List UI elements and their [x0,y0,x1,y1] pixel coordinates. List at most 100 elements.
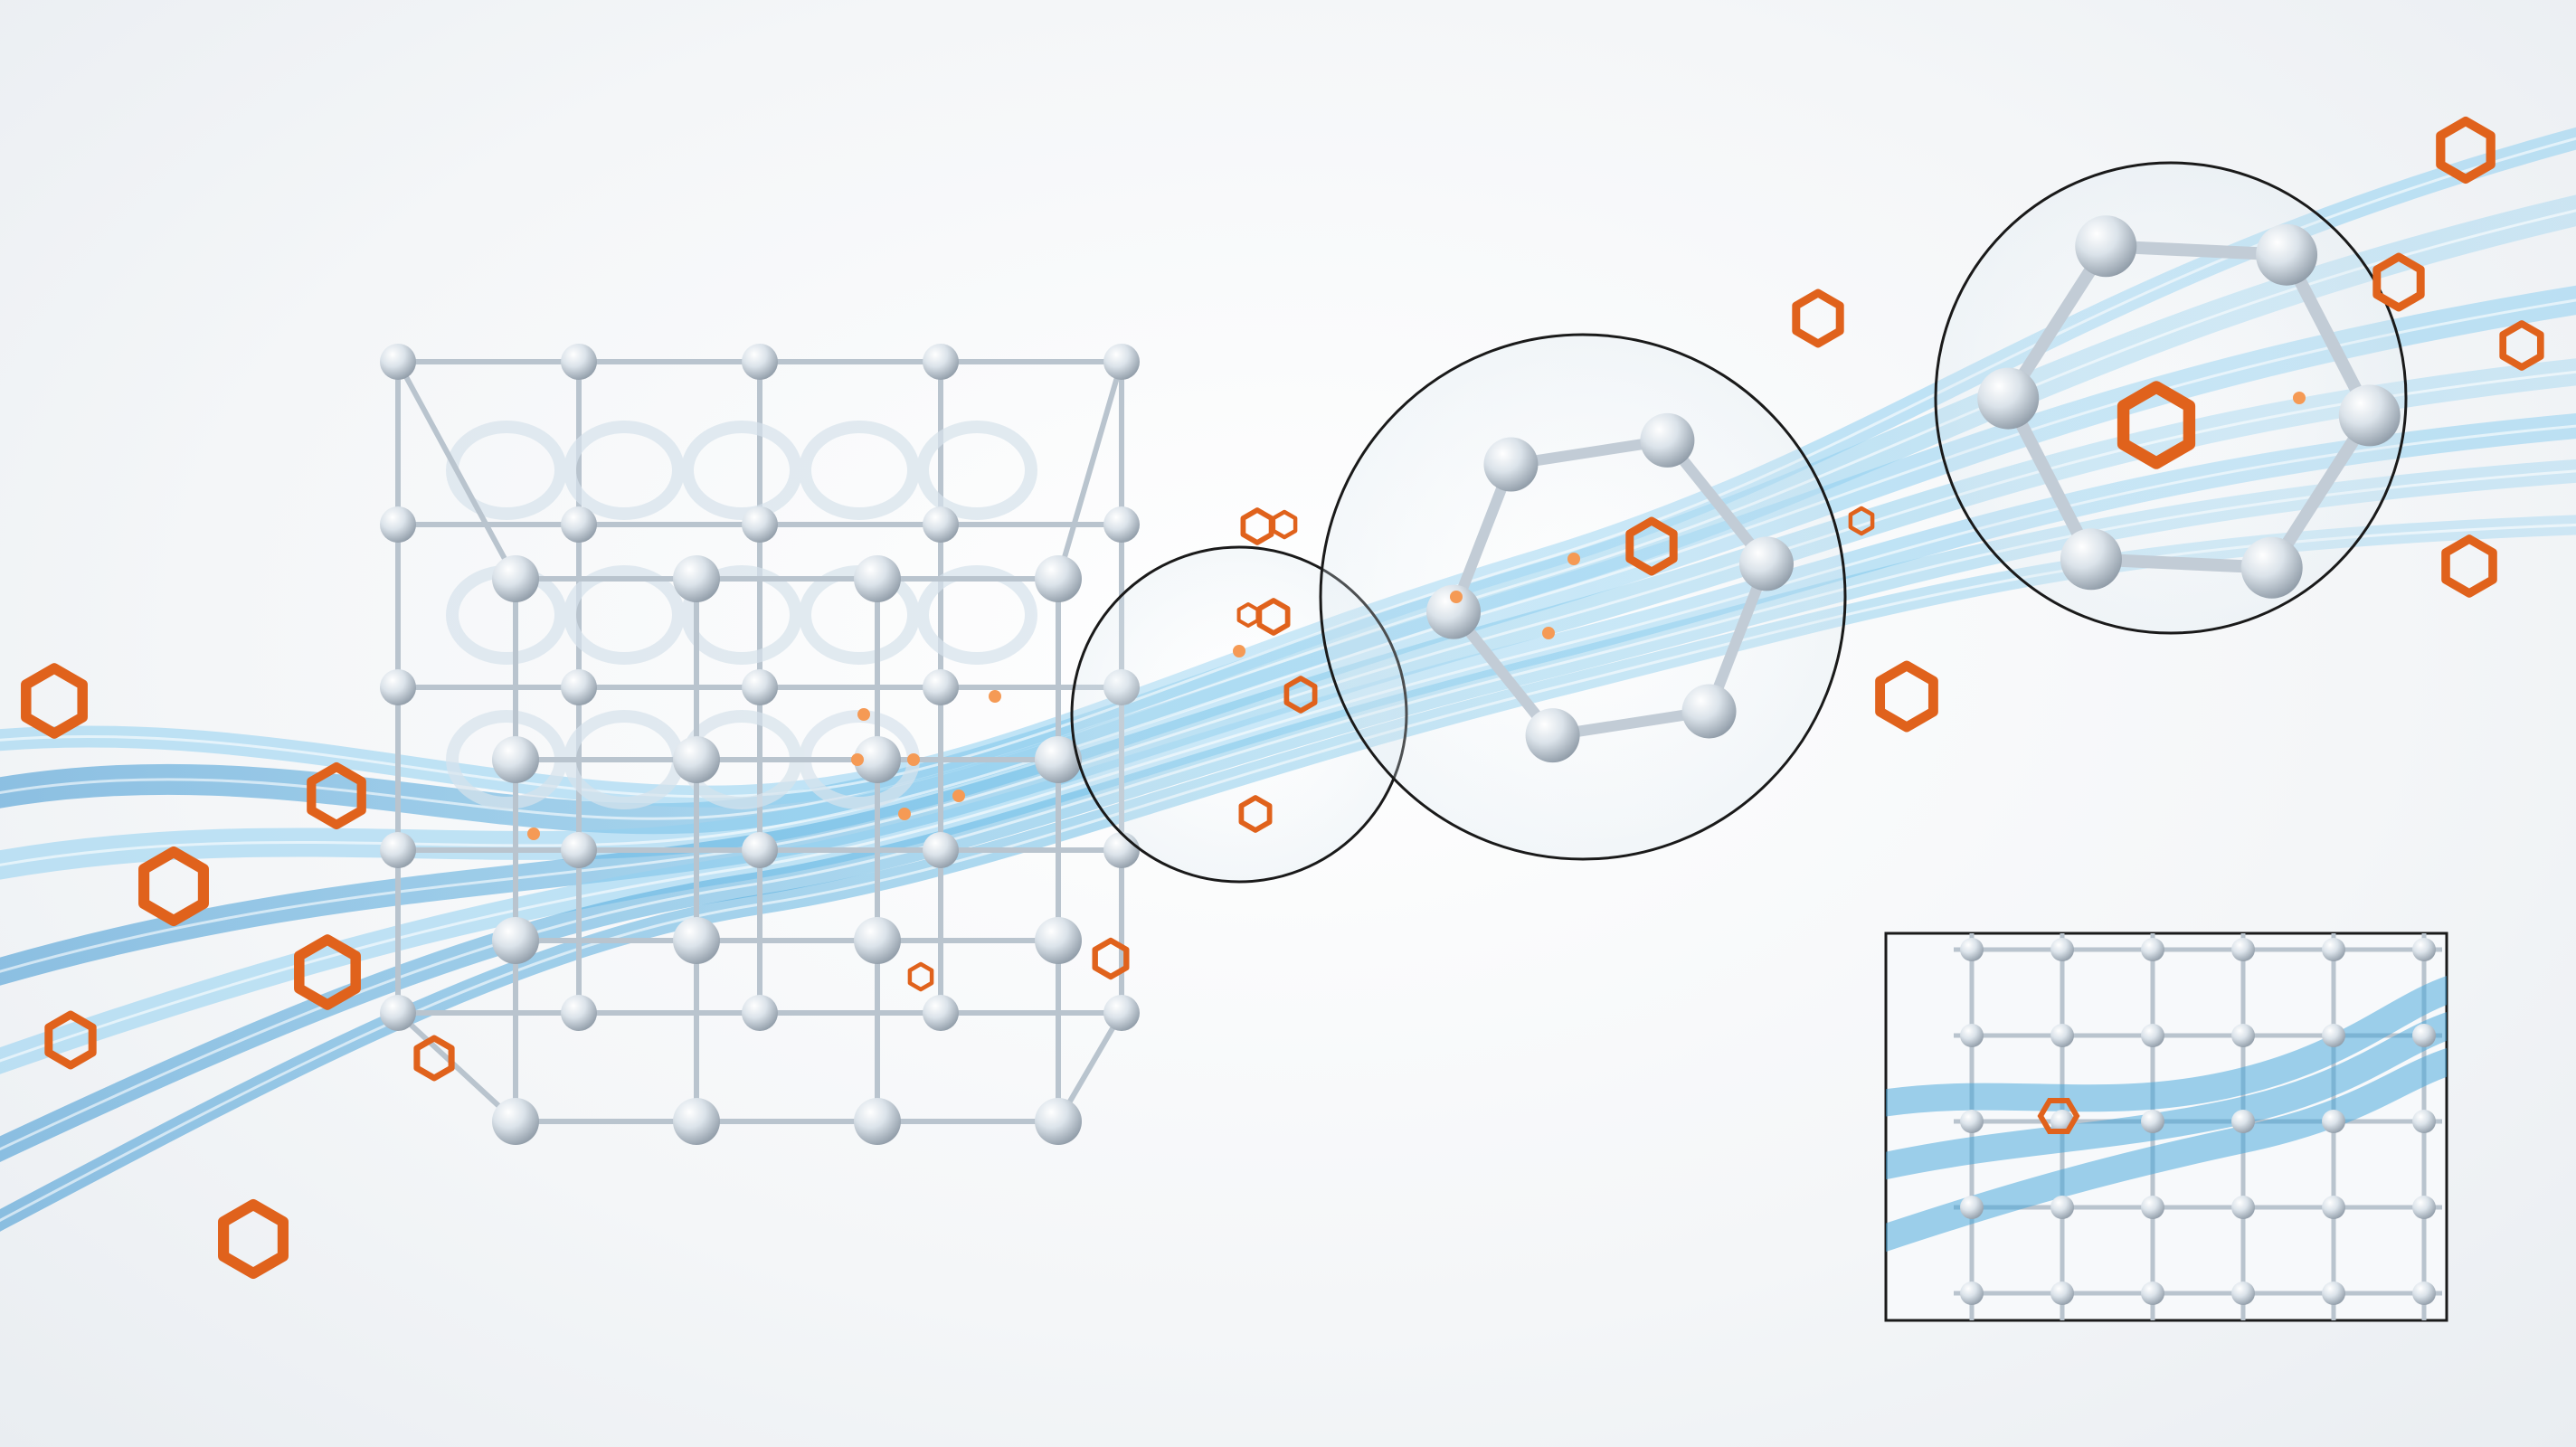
lattice-node-icon [380,506,416,543]
small-particle [851,753,864,766]
inset-detail-panel [1884,932,2448,1322]
lattice-node-icon [561,832,597,868]
lattice-node-icon [1977,367,2040,430]
lattice-node-icon [1483,437,1539,492]
lattice-node-icon [2141,1024,2164,1047]
interior-web [446,421,1037,809]
hexagon-particle-icon [218,1198,289,1280]
small-particle [1567,553,1580,565]
hexagon-particle-icon [1848,506,1875,536]
edge-bar [1056,361,1124,580]
web-cell [916,565,1037,665]
small-particle [898,808,911,820]
lattice-node-icon [2322,938,2345,961]
lattice-node-icon [2050,1196,2074,1219]
hexagon-particle-icon [2499,320,2544,371]
edge-bar [395,1010,518,1124]
hexagon-particles [21,116,2544,1280]
lattice-node-icon [2231,1110,2255,1133]
lattice-node-icon [380,344,416,380]
web-cell [799,421,920,520]
small-particle [1450,591,1463,603]
hexagon-particle-icon [1283,676,1318,714]
lattice-node-icon [854,555,901,602]
lattice-node-icon [2060,528,2122,591]
web-cell [446,421,567,520]
small-particle [952,790,965,802]
hexagon-particle-icon [907,961,934,992]
hexagon-particle-icon [1271,509,1298,540]
lattice-node-icon [561,995,597,1031]
lattice-node-icon [2412,1024,2436,1047]
lattice-node-icon [1035,917,1082,964]
lattice-node-icon [2141,938,2164,961]
lattice-node-icon [1960,1196,1984,1219]
lattice-node-icon [2322,1024,2345,1047]
lattice-node-icon [1103,506,1140,543]
lattice-node-icon [742,506,778,543]
web-cell [564,565,685,665]
small-particle [1233,645,1245,657]
lattice-node-icon [742,669,778,705]
lattice-node-icon [2322,1281,2345,1305]
lattice-node-icon [1103,344,1140,380]
lattice-node-icon [2412,1196,2436,1219]
inset-flow [1886,1047,2447,1253]
inset-flow [1886,1012,2447,1180]
lattice-node-icon [923,506,959,543]
lattice-node-icon [2412,938,2436,961]
small-particle [527,828,540,840]
lattice-node-icon [742,995,778,1031]
web-cell [564,421,685,520]
hexagon-particle-icon [294,934,361,1010]
lattice-node-icon [923,669,959,705]
lattice-node-icon [742,344,778,380]
lattice-cube [380,344,1140,1145]
hexagon-particle-icon [21,663,88,739]
lattice-node-icon [2075,215,2137,278]
lattice-node-icon [2050,1024,2074,1047]
small-particle [907,753,920,766]
lattice-node-icon [380,832,416,868]
lattice-node-icon [2322,1196,2345,1219]
lattice-node-icon [561,344,597,380]
lattice-node-icon [1035,555,1082,602]
lattice-node-icon [1960,1024,1984,1047]
hexagon-particle-icon [1256,598,1291,636]
small-particle [989,690,1001,703]
lattice-node-icon [2050,1281,2074,1305]
hexagon-particle-icon [1875,660,1938,733]
lattice-node-icon [561,506,597,543]
hexagon-particle-icon [413,1035,455,1082]
lattice-node-icon [2141,1196,2164,1219]
lattice-node-icon [923,344,959,380]
lattice-node-icon [2231,938,2255,961]
web-cell [681,565,802,665]
lattice-node-icon [2412,1281,2436,1305]
lattice-node-icon [2322,1110,2345,1133]
hexagon-particle-icon [2436,116,2496,184]
lattice-node-icon [2231,1196,2255,1219]
hexagon-particle-icon [307,761,366,830]
inset-flow [1886,976,2447,1117]
lattice-node-icon [2412,1110,2436,1133]
lattice-node-icon [2050,938,2074,961]
lattice-node-icon [673,917,720,964]
lattice-node-icon [1525,708,1580,763]
lattice-node-icon [492,1098,539,1145]
lattice-node-icon [1738,536,1794,591]
lattice-node-icon [2141,1110,2164,1133]
lattice-node-icon [492,917,539,964]
small-particle [857,708,870,721]
hexagon-particle-icon [2441,534,2497,598]
lattice-node-icon [2338,384,2401,447]
lattice-node-icon [673,555,720,602]
lattice-node-icon [380,669,416,705]
lattice-node-icon [1960,1281,1984,1305]
web-cell [916,421,1037,520]
lattice-node-icon [1640,412,1695,468]
lattice-node-icon [2240,536,2303,599]
lattice-node-icon [673,1098,720,1145]
lattice-node-icon [673,736,720,783]
